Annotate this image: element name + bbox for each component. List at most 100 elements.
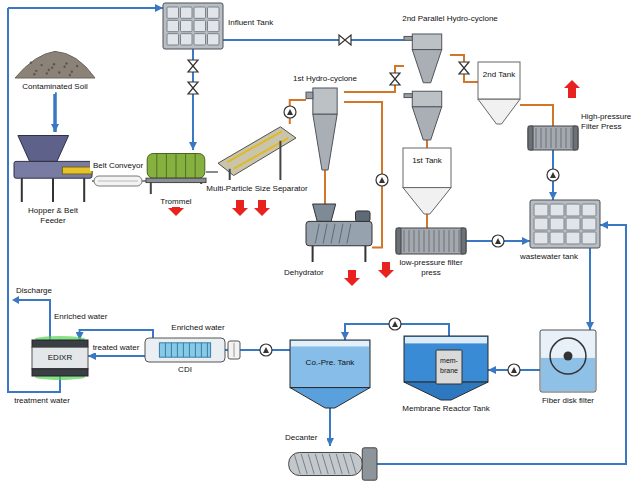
- pump-symbol: [284, 106, 296, 118]
- illustration-part: [71, 71, 73, 73]
- illustration-part: [439, 230, 440, 252]
- illustration-part: [48, 69, 50, 71]
- illustration-part: [396, 228, 401, 254]
- illustration-part: [195, 154, 196, 179]
- illustration-part: [145, 338, 225, 362]
- equipment-illustration: [306, 88, 344, 170]
- illustration-part: [414, 230, 415, 252]
- illustration-part: [478, 62, 520, 99]
- illustration-part: [313, 114, 337, 170]
- flow-label: Enriched water: [170, 323, 225, 333]
- valve-symbol: [390, 73, 400, 85]
- illustration-part: [343, 454, 349, 474]
- illustration-part: [207, 343, 208, 357]
- illustration-part: [550, 338, 586, 374]
- illustration-part: [436, 350, 462, 384]
- illustration-part: [53, 63, 55, 65]
- illustration-part: [189, 343, 190, 357]
- equipment-label: Membrane Reactor Tank: [396, 404, 496, 414]
- illustration-part: [536, 128, 537, 148]
- output-arrow: [564, 80, 580, 98]
- valve-symbol: [188, 60, 198, 72]
- illustration-part: [290, 388, 370, 408]
- illustration-part: [62, 167, 92, 174]
- illustration-part: [208, 7, 220, 18]
- illustration-part: [177, 343, 178, 357]
- illustration-part: [312, 246, 314, 262]
- illustration-part: [183, 343, 184, 357]
- illustration-part: [561, 128, 562, 148]
- equipment-node: Decanter: [285, 446, 377, 482]
- illustration-part: [185, 154, 186, 179]
- illustration-part: [313, 204, 336, 221]
- pipe-connector: [450, 55, 478, 82]
- pump-symbol: [260, 344, 272, 356]
- pipe-connector: [206, 171, 218, 173]
- illustration-part: [534, 232, 548, 244]
- illustration-part: [412, 34, 441, 50]
- illustration-part: [396, 228, 466, 254]
- equipment-node: 2nd Parallel Hydro-cyclone: [404, 34, 450, 140]
- illustration-part: [405, 337, 487, 343]
- equipment-label: Trommel: [146, 197, 206, 207]
- illustration-part: [403, 188, 451, 214]
- illustration-part: [306, 221, 372, 245]
- illustration-part: [528, 126, 578, 150]
- pipe-connector: [80, 330, 153, 340]
- illustration-part: [181, 34, 193, 45]
- pump-symbol: [376, 174, 388, 186]
- illustration-part: [218, 127, 296, 176]
- illustration-part: [176, 154, 177, 179]
- valve-symbol: [339, 35, 351, 45]
- illustration-part: [165, 343, 166, 357]
- illustration-part: [540, 330, 596, 392]
- equipment-node: 1st Tank: [403, 148, 451, 214]
- illustration-part: [322, 454, 328, 474]
- illustration-part: [412, 107, 441, 140]
- illustration-part: [83, 178, 85, 202]
- output-arrow: [378, 262, 394, 278]
- illustration-part: [550, 232, 564, 244]
- pipe-connector: [88, 355, 145, 357]
- equipment-illustration: [285, 446, 377, 482]
- pipe-connector: [589, 248, 591, 330]
- illustration-part: [294, 454, 300, 474]
- illustration-part: [301, 454, 307, 474]
- equipment-illustration: [396, 228, 466, 254]
- pipe-connector: [426, 214, 428, 228]
- illustration-part: [449, 230, 450, 252]
- illustration-part: [181, 7, 193, 18]
- illustration-part: [403, 148, 451, 188]
- illustration-part: [171, 343, 172, 357]
- pump-symbol: [508, 364, 520, 376]
- pipe-connector: [324, 170, 326, 204]
- illustration-part: [315, 224, 319, 244]
- illustration-part: [21, 178, 23, 202]
- illustration-part: [194, 7, 206, 18]
- illustration-part: [571, 128, 572, 148]
- illustration-part: [46, 72, 48, 74]
- illustration-part: [163, 3, 223, 49]
- illustration-part: [564, 352, 573, 361]
- illustration-part: [566, 232, 580, 244]
- equipment-node: Fiber disk filter: [540, 330, 596, 392]
- equipment-label: High-pressure Filter Press: [581, 112, 635, 132]
- pipe-connector: [142, 180, 146, 182]
- equipment-label: Influent Tank: [228, 18, 298, 28]
- illustration-part: [181, 20, 193, 31]
- illustration-part: [546, 128, 547, 148]
- illustration-part: [582, 218, 596, 230]
- illustration-part: [566, 204, 580, 216]
- illustration-part: [167, 20, 179, 31]
- equipment-node: mem-brane: [436, 350, 462, 384]
- illustration-part: [291, 341, 369, 346]
- illustration-part: [362, 448, 377, 480]
- illustration-part: [201, 343, 202, 357]
- equipment-label: low-pressure filter press: [396, 258, 466, 278]
- illustration-part: [573, 126, 578, 150]
- illustration-part: [167, 34, 179, 45]
- equipment-label: Contaminated Soil: [15, 82, 95, 92]
- flow-label: treated water: [92, 343, 141, 353]
- illustration-part: [444, 230, 445, 252]
- equipment-illustration: [290, 340, 370, 408]
